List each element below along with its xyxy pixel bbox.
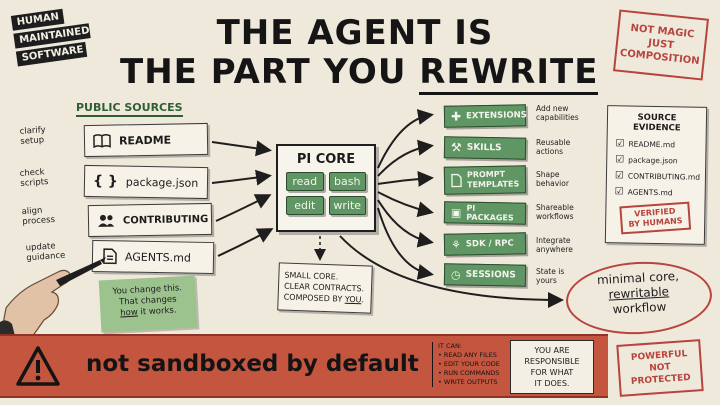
- desc-4-line-2: workflows: [536, 212, 574, 221]
- evidence-label-2: package.json: [628, 155, 678, 166]
- can-item-4: • WRITE OUTPUTS: [438, 378, 498, 386]
- title-line-1: THE AGENT IS: [216, 13, 494, 53]
- core-tools-grid: read bash edit write: [278, 167, 374, 220]
- wrench-icon: ⚒: [450, 140, 462, 155]
- output-label-templates: TEMPLATES: [467, 179, 520, 190]
- document-icon: [451, 173, 462, 188]
- can-item-3-text: RUN COMMANDS: [443, 369, 500, 377]
- can-item-1: • READ ANY FILES: [438, 351, 497, 359]
- core-note-line-3-a: COMPOSED BY: [283, 292, 346, 304]
- tool-write[interactable]: write: [328, 196, 366, 215]
- banner-can-list: IT CAN: • READ ANY FILES • EDIT YOUR COD…: [432, 342, 500, 387]
- desc-1-line-1: Add new: [536, 104, 569, 113]
- resp-line-2: RESPONSIBLE: [524, 357, 580, 366]
- output-label-extensions: EXTENSIONS: [465, 110, 527, 122]
- output-sdk-rpc[interactable]: ⚘ SDK / RPC: [443, 232, 527, 256]
- responsibility-note: YOU ARE RESPONSIBLE FOR WHAT IT DOES.: [510, 340, 594, 394]
- can-item-1-text: READ ANY FILES: [443, 351, 497, 359]
- core-note-card: SMALL CORE. CLEAR CONTRACTS. COMPOSED BY…: [277, 262, 373, 314]
- desc-2-line-2: actions: [536, 147, 563, 156]
- can-item-2: • EDIT YOUR CODE: [438, 360, 500, 368]
- desc-3-line-1: Shape: [536, 170, 560, 179]
- evidence-item-1: ☑README.md: [615, 138, 697, 150]
- public-sources-heading: PUBLIC SOURCES: [76, 101, 183, 117]
- title-line-2: THE PART YOU REWRITE: [120, 52, 599, 95]
- desc-6-line-1: State is: [536, 267, 565, 276]
- checkbox-icon: ☑: [614, 186, 624, 198]
- can-heading: IT CAN:: [438, 342, 462, 350]
- desc-5-line-2: anywhere: [536, 245, 573, 254]
- pi-core-box[interactable]: PI CORE read bash edit write: [276, 144, 376, 232]
- desc-6-line-2: yours: [536, 276, 557, 285]
- desc-2-line-1: Reusable: [536, 138, 571, 147]
- resp-line-4: IT DOES.: [534, 379, 570, 388]
- title-line-2-a: THE PART YOU: [120, 52, 420, 92]
- desc-1-line-2: capabilities: [536, 113, 579, 122]
- people-icon: [98, 214, 115, 227]
- can-item-2-text: EDIT YOUR CODE: [443, 360, 500, 368]
- can-item-3: • RUN COMMANDS: [438, 369, 500, 377]
- resp-line-1: YOU ARE: [534, 346, 570, 355]
- warning-banner: not sandboxed by default IT CAN: • READ …: [0, 334, 608, 398]
- warning-icon: [16, 346, 60, 386]
- tool-edit[interactable]: edit: [286, 196, 324, 215]
- banner-main-text: not sandboxed by default: [86, 351, 419, 377]
- desc-5-line-1: Integrate: [536, 236, 571, 245]
- tool-bash[interactable]: bash: [328, 172, 366, 191]
- output-prompt-templates[interactable]: PROMPT TEMPLATES: [443, 165, 527, 195]
- evidence-label-4: AGENTS.md: [627, 187, 673, 198]
- title-rewrite: REWRITE: [419, 52, 599, 95]
- source-card-contributing[interactable]: CONTRIBUTING: [87, 202, 213, 238]
- checkbox-icon: ☑: [615, 138, 625, 150]
- core-note-you: YOU: [344, 294, 362, 305]
- book-icon: [93, 133, 111, 149]
- core-note-line-3: COMPOSED BY YOU.: [283, 292, 365, 306]
- evidence-heading: SOURCE EVIDENCE: [632, 112, 681, 134]
- can-item-4-text: WRITE OUTPUTS: [443, 378, 498, 386]
- evidence-label-1: README.md: [628, 139, 676, 150]
- evidence-item-4: ☑AGENTS.md: [615, 186, 697, 198]
- tool-read[interactable]: read: [286, 172, 324, 191]
- clock-icon: ◷: [450, 267, 461, 282]
- desc-4-line-1: Shareable: [536, 203, 574, 212]
- checkbox-icon: ☑: [615, 154, 625, 166]
- output-sessions[interactable]: ◷ SESSIONS: [443, 263, 527, 287]
- evidence-label-3: CONTRIBUTING.md: [627, 171, 701, 182]
- source-evidence-panel: SOURCE EVIDENCE ☑README.md ☑package.json…: [604, 105, 708, 245]
- evidence-item-3: ☑CONTRIBUTING.md: [614, 170, 701, 182]
- output-label-prompt-templates: PROMPT TEMPLATES: [467, 169, 519, 190]
- resp-line-3: FOR WHAT: [530, 368, 574, 377]
- source-card-readme[interactable]: README: [83, 122, 209, 158]
- core-note-line-3-c: .: [361, 295, 365, 305]
- package-icon: ▣: [450, 205, 462, 220]
- desc-3-line-2: behavior: [536, 179, 569, 188]
- checkbox-icon: ☑: [614, 170, 625, 182]
- page-title: THE AGENT IS THE PART YOU REWRITE: [120, 13, 599, 95]
- output-skills[interactable]: ⚒ SKILLS: [443, 136, 527, 160]
- network-icon: ⚘: [450, 237, 461, 252]
- puzzle-icon: ✚: [450, 109, 462, 124]
- output-label-sdk-rpc: SDK / RPC: [465, 238, 514, 250]
- evidence-item-2: ☑package.json: [615, 154, 697, 166]
- output-label-skills: SKILLS: [466, 142, 502, 154]
- output-pi-packages[interactable]: ▣ PI PACKAGES: [443, 201, 527, 225]
- verified-stamp: VERIFIED BY HUMANS: [619, 201, 692, 235]
- pi-core-title: PI CORE: [296, 152, 356, 167]
- output-label-pi-packages: PI PACKAGES: [466, 203, 514, 223]
- powerful-not-protected-stamp: POWERFUL NOT PROTECTED: [616, 339, 704, 397]
- output-label-sessions: SESSIONS: [465, 269, 516, 281]
- output-extensions[interactable]: ✚ EXTENSIONS: [443, 104, 527, 128]
